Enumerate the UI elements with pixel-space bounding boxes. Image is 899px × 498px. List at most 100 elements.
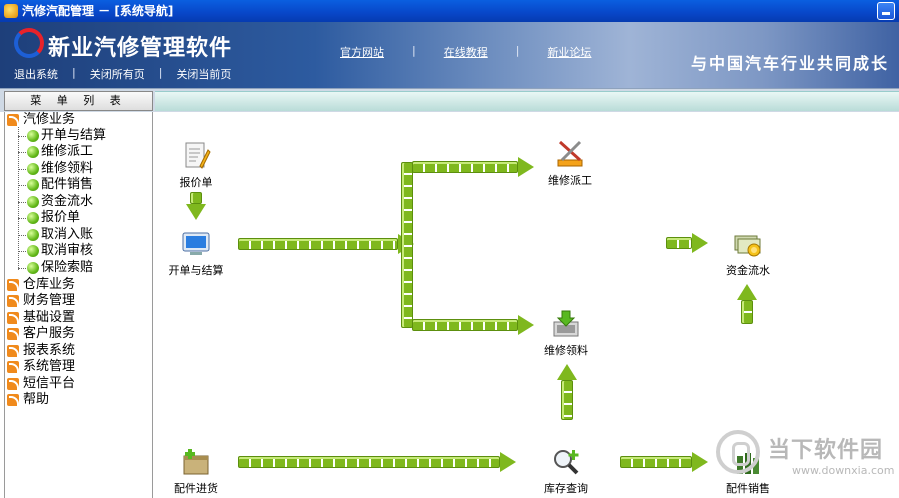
green-dot-icon bbox=[27, 163, 39, 175]
flow-node-material[interactable]: 维修领料 bbox=[526, 308, 606, 358]
link-separator: | bbox=[412, 44, 416, 57]
green-dot-icon bbox=[27, 212, 39, 224]
item-label: 维修领料 bbox=[41, 161, 94, 176]
category-label: 汽修业务 bbox=[23, 112, 76, 127]
tree-line bbox=[18, 202, 26, 203]
sidebar-category-settings[interactable]: 基础设置 bbox=[7, 310, 75, 326]
menu-list-header[interactable]: 菜 单 列 表 bbox=[4, 91, 153, 111]
branch-connector bbox=[400, 162, 414, 328]
logo-icon bbox=[14, 28, 44, 58]
flow-node-cashflow[interactable]: 资金流水 bbox=[708, 228, 788, 278]
flow-node-dispatch[interactable]: 维修派工 bbox=[530, 138, 610, 188]
arrow-to-material bbox=[412, 315, 534, 335]
node-label: 配件销售 bbox=[726, 482, 770, 495]
toolbar-strip: 菜 单 列 表 bbox=[0, 88, 899, 112]
sidebar-category-warehouse[interactable]: 仓库业务 bbox=[7, 277, 75, 293]
link-separator: | bbox=[515, 44, 520, 57]
sidebar-item-dispatch[interactable]: 维修派工 bbox=[15, 144, 93, 160]
watermark-url: www.downxia.com bbox=[792, 464, 895, 477]
quote-document-icon bbox=[180, 140, 212, 172]
sidebar-category-system[interactable]: 系统管理 bbox=[7, 359, 75, 375]
sidebar-item-parts-sale[interactable]: 配件销售 bbox=[15, 177, 93, 193]
rss-icon bbox=[7, 328, 19, 340]
node-label: 开单与结算 bbox=[168, 264, 224, 277]
tree-line bbox=[18, 218, 26, 219]
official-site-link[interactable]: 官方网站 bbox=[340, 46, 384, 59]
arrow-to-dispatch bbox=[412, 157, 534, 177]
close-all-pages-button[interactable]: 关闭所有页 bbox=[89, 68, 145, 81]
sidebar-category-help[interactable]: 帮助 bbox=[7, 392, 49, 408]
flow-node-inventory[interactable]: 库存查询 bbox=[526, 446, 606, 496]
sidebar-menu: 汽修业务 开单与结算 维修派工 维修领料 配件销售 资金流水 报价单 取消入账 … bbox=[4, 112, 153, 498]
menu-separator: | bbox=[72, 66, 76, 79]
parts-box-icon bbox=[180, 446, 212, 478]
node-label: 维修领料 bbox=[544, 344, 588, 357]
green-dot-icon bbox=[27, 130, 39, 142]
magnifier-icon bbox=[550, 446, 582, 478]
tree-line bbox=[18, 235, 26, 236]
sidebar-category-customer[interactable]: 客户服务 bbox=[7, 326, 75, 342]
sidebar-category-reports[interactable]: 报表系统 bbox=[7, 343, 75, 359]
rss-icon bbox=[7, 114, 19, 126]
rss-icon bbox=[7, 394, 19, 406]
green-dot-icon bbox=[27, 146, 39, 158]
tree-line bbox=[18, 185, 26, 186]
sidebar-item-open-settle[interactable]: 开单与结算 bbox=[15, 128, 106, 144]
rss-icon bbox=[7, 312, 19, 324]
watermark-logo-icon bbox=[716, 430, 760, 474]
exit-system-button[interactable]: 退出系统 bbox=[14, 68, 58, 81]
watermark: 当下软件园 www.downxia.com bbox=[716, 430, 896, 494]
workflow-diagram: 报价单 开单与结算 bbox=[154, 112, 899, 498]
sidebar-item-insurance-claim[interactable]: 保险索赔 bbox=[15, 260, 93, 276]
sidebar-item-cancel-review[interactable]: 取消审核 bbox=[15, 243, 93, 259]
arrow-quote-to-open bbox=[186, 192, 206, 220]
sidebar-item-quote[interactable]: 报价单 bbox=[15, 210, 80, 226]
sidebar-item-material[interactable]: 维修领料 bbox=[15, 161, 93, 177]
monitor-icon bbox=[180, 228, 212, 260]
sidebar-category-repair[interactable]: 汽修业务 bbox=[7, 112, 75, 128]
category-label: 客户服务 bbox=[23, 326, 76, 341]
arrow-sale-to-cashflow bbox=[737, 284, 757, 324]
sidebar-category-sms[interactable]: 短信平台 bbox=[7, 376, 75, 392]
node-label: 配件进货 bbox=[174, 482, 218, 495]
brand-title: 新业汽修管理软件 bbox=[48, 35, 233, 61]
tree-line bbox=[18, 251, 26, 252]
system-menu: 退出系统 | 关闭所有页 | 关闭当前页 bbox=[14, 66, 245, 82]
node-label: 维修派工 bbox=[548, 174, 592, 187]
tree-line bbox=[18, 268, 26, 269]
green-dot-icon bbox=[27, 262, 39, 274]
tree-line bbox=[18, 169, 26, 170]
top-links: 官方网站 | 在线教程 | 新业论坛 bbox=[340, 44, 619, 60]
arrow-open-to-branch bbox=[238, 234, 414, 254]
title-bar: 汽修汽配管理 － [系统导航] bbox=[0, 0, 899, 22]
node-label: 资金流水 bbox=[726, 264, 770, 277]
green-dot-icon bbox=[27, 179, 39, 191]
arrow-inventory-to-sale bbox=[620, 452, 708, 472]
item-label: 资金流水 bbox=[41, 194, 94, 209]
flow-node-open-settle[interactable]: 开单与结算 bbox=[156, 228, 236, 278]
tree-line bbox=[18, 152, 26, 153]
rss-icon bbox=[7, 361, 19, 373]
tree-line bbox=[18, 136, 26, 137]
content-tab-bar bbox=[155, 91, 899, 111]
flow-node-quote[interactable]: 报价单 bbox=[156, 140, 236, 190]
item-label: 配件销售 bbox=[41, 177, 94, 192]
minimize-button[interactable] bbox=[877, 2, 895, 20]
category-label: 帮助 bbox=[23, 392, 50, 407]
online-tutorial-link[interactable]: 在线教程 bbox=[443, 46, 488, 59]
sidebar-item-cashflow[interactable]: 资金流水 bbox=[15, 194, 93, 210]
green-dot-icon bbox=[27, 245, 39, 257]
green-dot-icon bbox=[27, 196, 39, 208]
forum-link[interactable]: 新业论坛 bbox=[547, 46, 592, 59]
flow-node-parts-in[interactable]: 配件进货 bbox=[156, 446, 236, 496]
app-icon bbox=[4, 4, 18, 18]
header-banner: 新业汽修管理软件 官方网站 | 在线教程 | 新业论坛 退出系统 | 关闭所有页… bbox=[0, 22, 899, 88]
tree-connector bbox=[18, 124, 19, 270]
item-label: 维修派工 bbox=[41, 144, 94, 159]
menu-separator: | bbox=[158, 66, 163, 79]
close-current-page-button[interactable]: 关闭当前页 bbox=[176, 68, 232, 81]
rss-icon bbox=[7, 378, 19, 390]
sidebar-item-cancel-entry[interactable]: 取消入账 bbox=[15, 227, 93, 243]
sidebar-category-finance[interactable]: 财务管理 bbox=[7, 293, 75, 309]
arrow-to-cashflow bbox=[666, 233, 708, 253]
